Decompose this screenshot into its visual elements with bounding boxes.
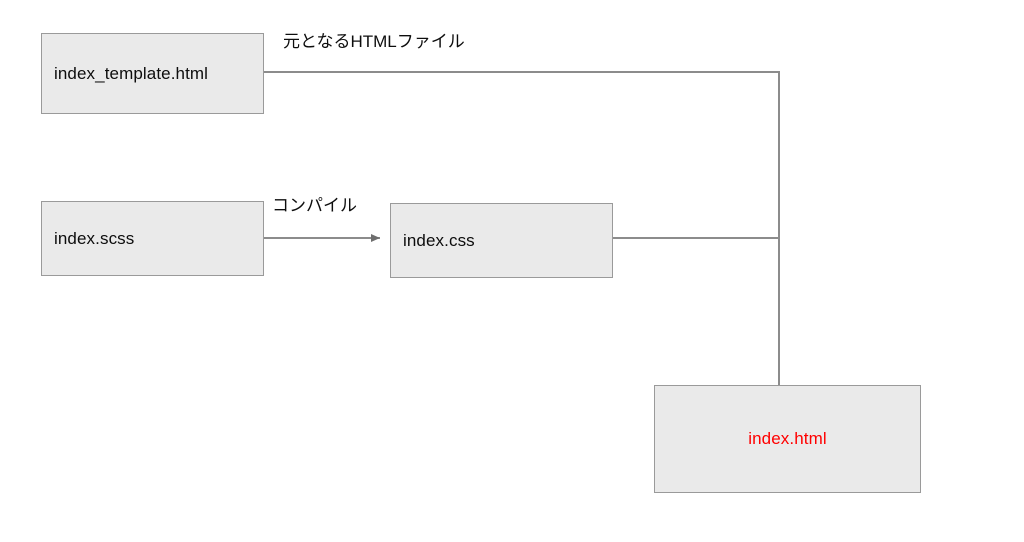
node-index-css-label: index.css <box>403 230 475 250</box>
node-index-html[interactable]: index.html <box>654 385 921 493</box>
node-index-css[interactable]: index.css <box>390 203 613 278</box>
node-index-template-label: index_template.html <box>54 63 209 83</box>
node-index-template[interactable]: index_template.html <box>41 33 264 114</box>
node-index-scss[interactable]: index.scss <box>41 201 264 276</box>
edge-label-compile: コンパイル <box>272 196 357 215</box>
edge-label-source-html: 元となるHTMLファイル <box>283 32 465 51</box>
node-index-html-label: index.html <box>748 429 827 448</box>
node-index-scss-label: index.scss <box>54 228 135 248</box>
